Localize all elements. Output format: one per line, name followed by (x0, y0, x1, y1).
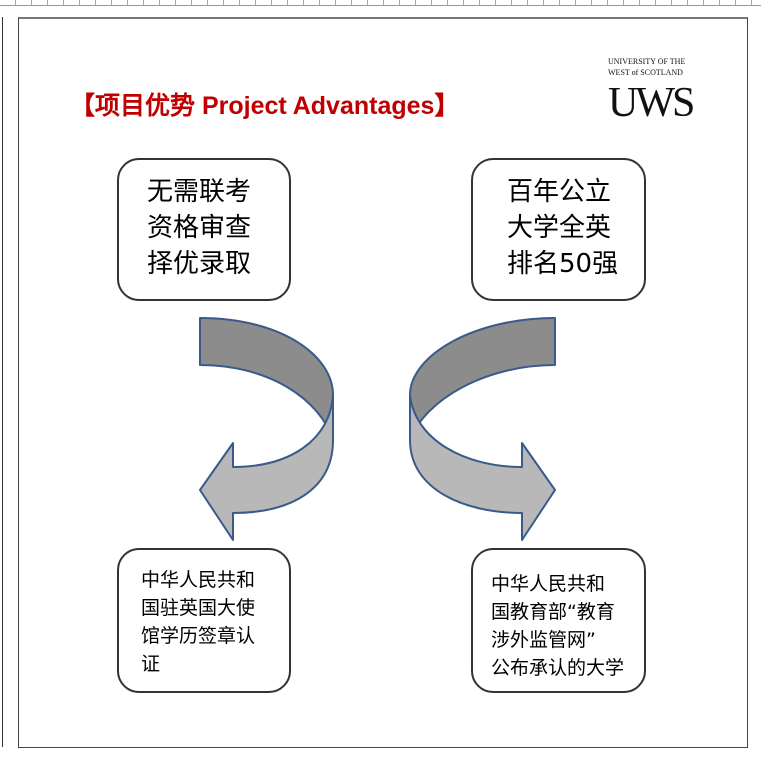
box-bottom-right: 中华人民共和 国教育部“教育 涉外监管网” 公布承认的大学 (471, 548, 646, 693)
logo-line1: UNIVERSITY OF THE (608, 57, 686, 66)
right-arrow-back (409, 317, 556, 441)
slide-frame (18, 17, 748, 748)
text-line: 无需联考 (147, 177, 252, 207)
left-arrow-front (199, 394, 334, 541)
ruler (0, 0, 761, 6)
text-line: 馆学历签章认 (141, 625, 256, 647)
text-line: 排名50强 (507, 249, 619, 279)
uws-logo: UNIVERSITY OF THE WEST of SCOTLAND UWS (608, 56, 708, 128)
box-text: 百年公立 大学全英 排名50强 (507, 174, 618, 282)
box-text: 中华人民共和 国教育部“教育 涉外监管网” 公布承认的大学 (491, 570, 624, 682)
right-arrow-front (409, 394, 556, 541)
box-top-left: 无需联考 资格审查 择优录取 (117, 158, 291, 301)
logo-mark: UWS (608, 80, 695, 126)
text-line: 公布承认的大学 (491, 657, 625, 679)
text-line: 证 (141, 653, 161, 675)
text-line: 国教育部“教育 (491, 601, 615, 623)
text-line: 涉外监管网” (491, 629, 596, 651)
text-line: 国驻英国大使 (141, 597, 256, 619)
page-title: 【项目优势 Project Advantages】 (70, 92, 460, 120)
box-text: 中华人民共和 国驻英国大使 馆学历签章认 证 (141, 566, 255, 678)
text-line: 资格审查 (147, 213, 252, 243)
right-curved-arrow (409, 317, 556, 541)
text-line: 百年公立 (507, 177, 612, 207)
left-curved-arrow (199, 317, 334, 541)
box-bottom-left: 中华人民共和 国驻英国大使 馆学历签章认 证 (117, 548, 291, 693)
box-text: 无需联考 资格审查 择优录取 (147, 174, 251, 282)
box-top-right: 百年公立 大学全英 排名50强 (471, 158, 646, 301)
left-arrow-back (199, 317, 334, 441)
page-edge (2, 17, 3, 747)
text-line: 中华人民共和 (141, 569, 256, 591)
text-line: 择优录取 (147, 249, 252, 279)
text-line: 大学全英 (507, 213, 612, 243)
text-line: 中华人民共和 (491, 573, 606, 595)
logo-line2: WEST of SCOTLAND (608, 68, 683, 77)
